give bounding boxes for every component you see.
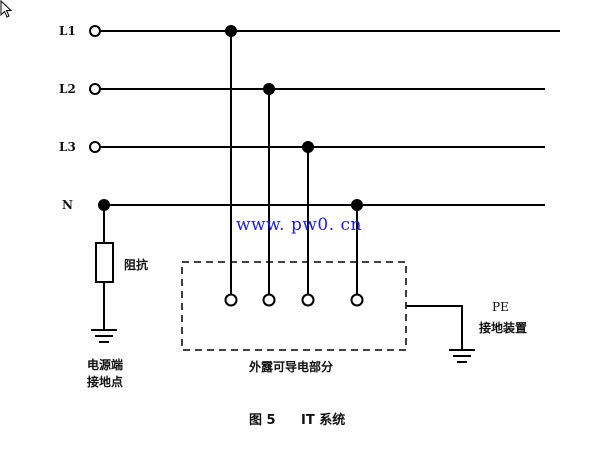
impedance-resistor [95,242,114,283]
watermark: www. pw0. cn [236,215,362,235]
equipment-terminal-1 [224,293,238,307]
line-label-n: N [62,198,73,212]
source-ground-label-1: 电源端 [87,358,124,372]
source-earth-symbol [91,329,117,343]
line-terminals [89,25,101,153]
bus-lines [100,30,560,206]
pe-earth-connection [406,305,463,350]
pe-earth-symbol [449,349,475,363]
equipment-terminal-4 [350,293,364,307]
line-label-l1: L1 [59,24,76,38]
line-label-l3: L3 [59,140,76,154]
source-ground-label-2: 接地点 [87,375,124,389]
line-label-l2: L2 [59,82,76,96]
mouse-cursor-icon [0,0,13,18]
terminal-l2 [89,83,101,95]
impedance-label: 阻抗 [124,258,149,272]
figure-caption-title: IT 系统 [301,413,346,428]
terminal-l1 [89,25,101,37]
exposed-parts-label: 外露可导电部分 [249,360,334,374]
pe-device-label: 接地装置 [479,321,528,335]
equipment-drops [230,31,358,294]
equipment-terminal-2 [262,293,276,307]
terminal-l3 [89,141,101,153]
pe-label: PE [492,300,509,314]
exposed-conductive-parts-enclosure [181,261,407,351]
equipment-terminal-3 [301,293,315,307]
equipment-terminals [224,293,364,307]
source-neutral-grounding [95,205,114,330]
figure-caption-number: 图 5 [249,413,276,428]
